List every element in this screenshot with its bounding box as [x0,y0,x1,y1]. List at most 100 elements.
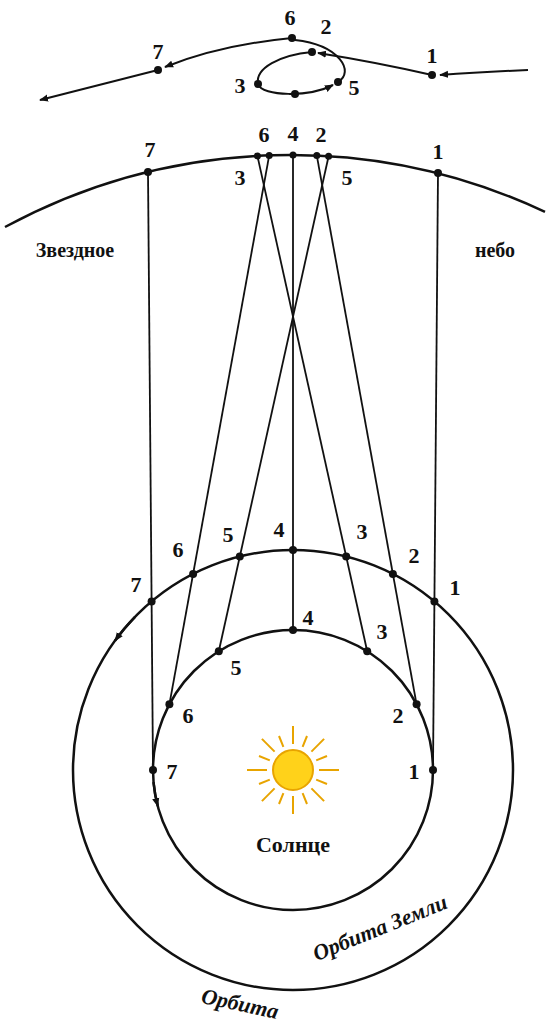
orbit-direction-arrow [115,617,135,641]
position-number: 5 [349,77,360,99]
position-number: 6 [183,705,194,727]
sight-line [219,156,329,651]
sky-label: Звездное [36,240,114,260]
position-number: 7 [145,139,156,161]
path-segment [165,38,292,67]
position-dot [325,153,332,160]
position-number: 1 [409,761,420,783]
position-dot [254,152,261,159]
position-dot [289,546,297,554]
path-segment [318,53,432,75]
position-dot [363,647,371,655]
position-number: 2 [321,16,332,38]
orbit-label: Орбита Земли [310,891,451,965]
sun-ray [311,739,324,752]
position-number: 3 [235,75,246,97]
planet-orbit [73,550,513,990]
position-number: 6 [285,7,296,29]
position-dot [149,766,157,774]
position-dot [428,71,436,79]
position-number: 1 [450,577,461,599]
position-dot [266,152,273,159]
position-dot [291,90,299,98]
position-dot [434,169,442,177]
position-number: 2 [393,705,404,727]
path-segment [295,40,345,82]
sun-ray [292,726,294,744]
sun-ray [262,788,275,801]
path-segment [258,52,312,84]
sight-line [317,156,417,705]
sun-ray [262,739,275,752]
position-dot [165,700,173,708]
sun-disc [273,750,313,790]
path-segment [440,70,528,75]
position-number: 6 [173,539,184,561]
position-number: 5 [223,524,234,546]
position-number: 4 [274,519,285,541]
sun-ray [303,736,307,747]
sun-ray [292,796,294,814]
sun-label: Солнце [256,834,330,856]
position-dot [154,66,162,74]
position-number: 6 [259,124,270,146]
position-dot [289,626,297,634]
orbit-dots [144,152,442,775]
sun-ray [303,793,307,804]
position-dot [389,570,397,578]
position-dot [288,34,296,42]
sun-ray [316,756,327,760]
sun-ray [279,736,283,747]
orbit-label: Орбита [199,985,280,1023]
position-number: 3 [235,167,246,189]
position-dot [189,570,197,578]
sun-symbol [247,726,339,814]
sight-lines [148,155,438,770]
position-dot [215,647,223,655]
position-number: 7 [153,41,164,63]
position-dot [290,152,297,159]
position-number: 5 [231,657,242,679]
sun-ray [316,780,327,784]
position-dot [430,598,438,606]
position-number: 7 [131,574,142,596]
position-dot [342,553,350,561]
position-dot [429,766,437,774]
position-number: 1 [427,45,438,67]
sun-ray [279,793,283,804]
position-dot [308,48,316,56]
sight-line [148,172,153,770]
position-number: 3 [377,621,388,643]
position-number: 7 [167,761,178,783]
sun-ray [247,769,267,771]
position-dot [236,553,244,561]
sight-line [292,155,294,630]
path-dots [154,34,436,98]
path-segment [40,70,158,100]
sight-line [433,173,438,770]
position-number: 1 [433,141,444,163]
sky-arc [5,155,545,227]
orbit-direction-arrow [154,782,158,806]
sun-ray [319,769,339,771]
position-number: 3 [357,521,368,543]
planet-apparent-path [40,38,528,100]
position-dot [313,152,320,159]
earth-orbit [153,630,433,910]
position-number: 5 [342,167,353,189]
position-dot [334,78,342,86]
sun-rays [247,726,339,814]
sun-ray [259,780,270,784]
position-dot [148,598,156,606]
sight-line [169,155,269,704]
position-dot [144,168,152,176]
position-number: 4 [288,123,299,145]
position-dot [254,80,262,88]
sun-ray [259,756,270,760]
position-number: 2 [316,124,327,146]
position-dot [413,700,421,708]
sky-label: небо [475,240,515,260]
sun-ray [311,788,324,801]
